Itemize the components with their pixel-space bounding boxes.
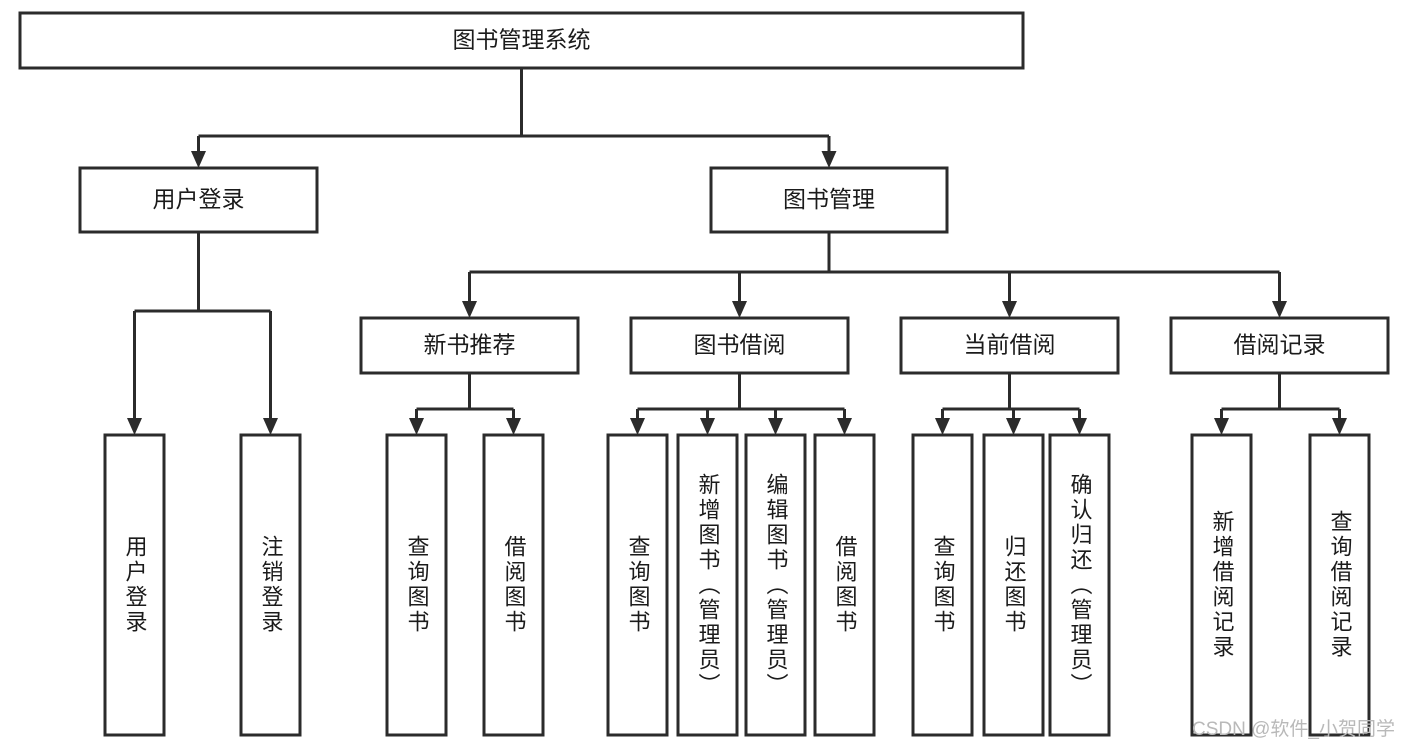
connector-layer — [127, 68, 1347, 435]
node-root[interactable] — [18, 11, 1025, 70]
node-new-book-recommend-label: 新书推荐 — [424, 332, 516, 358]
conn-current-borrow-arrow-0 — [935, 418, 950, 435]
node-current-borrow-label: 当前借阅 — [964, 332, 1056, 358]
node-leaf-borrow-book-1[interactable] — [482, 433, 545, 737]
conn-book-manage-arrow-0 — [462, 301, 477, 318]
conn-book-manage-arrow-2 — [1002, 301, 1017, 318]
node-book-manage-label: 图书管理 — [783, 186, 875, 212]
node-leaf-borrow-book-2[interactable] — [813, 433, 876, 737]
conn-root-arrow-0 — [191, 151, 206, 168]
node-book-manage[interactable] — [709, 166, 949, 234]
node-leaf-confirm-return[interactable] — [1048, 433, 1111, 737]
conn-current-borrow-arrow-2 — [1072, 418, 1087, 435]
node-leaf-query-book-1[interactable] — [385, 433, 448, 737]
watermark: CSDN @软件_小贺同学 — [1192, 719, 1395, 740]
conn-borrow-record-arrow-1 — [1332, 418, 1347, 435]
node-root-label: 图书管理系统 — [453, 27, 591, 53]
conn-book-borrow-arrow-3 — [837, 418, 852, 435]
node-leaf-edit-book[interactable] — [744, 433, 807, 737]
node-leaf-return-book[interactable] — [982, 433, 1045, 737]
node-book-borrow[interactable] — [629, 316, 850, 375]
node-user-login[interactable] — [78, 166, 319, 234]
conn-book-manage-arrow-3 — [1272, 301, 1287, 318]
node-user-login-label: 用户登录 — [153, 186, 245, 212]
conn-book-borrow-arrow-2 — [768, 418, 783, 435]
node-leaf-logout[interactable] — [239, 433, 302, 737]
node-leaf-query-book-2[interactable] — [606, 433, 669, 737]
node-leaf-query-book-3[interactable] — [911, 433, 974, 737]
conn-current-borrow-arrow-1 — [1006, 418, 1021, 435]
node-leaf-add-record[interactable] — [1190, 433, 1253, 737]
conn-borrow-record-arrow-0 — [1214, 418, 1229, 435]
node-new-book-recommend[interactable] — [359, 316, 580, 375]
node-book-borrow-label: 图书借阅 — [694, 332, 786, 358]
conn-user-login-arrow-1 — [263, 418, 278, 435]
conn-book-borrow-arrow-1 — [700, 418, 715, 435]
node-current-borrow[interactable] — [899, 316, 1120, 375]
conn-user-login-arrow-0 — [127, 418, 142, 435]
conn-new-book-recommend-arrow-1 — [506, 418, 521, 435]
conn-book-manage-arrow-1 — [732, 301, 747, 318]
node-leaf-user-login[interactable] — [103, 433, 166, 737]
conn-root-arrow-1 — [821, 151, 837, 168]
node-borrow-record[interactable] — [1169, 316, 1390, 375]
conn-new-book-recommend-arrow-0 — [409, 418, 424, 435]
conn-book-borrow-arrow-0 — [630, 418, 645, 435]
node-leaf-query-record[interactable] — [1308, 433, 1371, 737]
node-leaf-add-book[interactable] — [676, 433, 739, 737]
node-borrow-record-label: 借阅记录 — [1234, 332, 1326, 358]
